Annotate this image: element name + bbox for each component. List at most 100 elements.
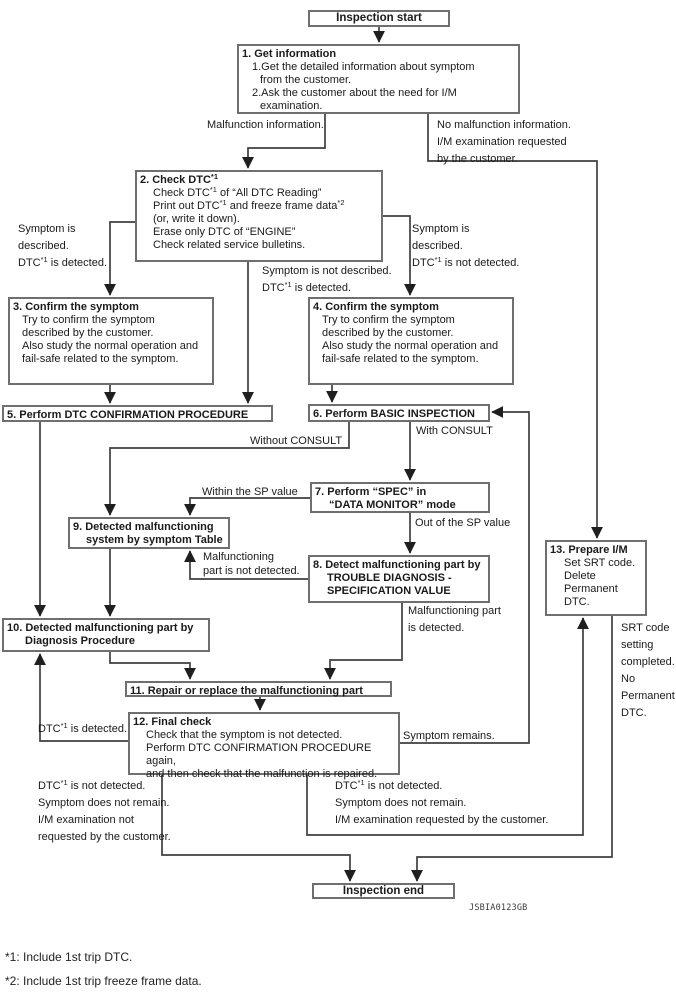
edge-8-to-11: [324, 603, 403, 680]
label-line: DTC.: [621, 707, 647, 719]
node-line: 10. Detected malfunctioning part by: [7, 622, 194, 634]
node-line: Also study the normal operation and: [22, 340, 199, 352]
node-line: 7. Perform “SPEC” in: [315, 486, 427, 498]
label-line: DTC*1 is detected.: [18, 255, 108, 269]
node-13-prepare-im: 13. Prepare I/M Set SRT code. Delete Per…: [545, 540, 647, 616]
edge-label-symptom-described-dtc-detected: Symptom is described. DTC*1 is detected.: [18, 221, 107, 272]
label-line: Symptom is: [412, 223, 470, 235]
node-title: 1. Get information: [242, 48, 337, 60]
node-12-final-check: 12. Final check Check that the symptom i…: [128, 712, 400, 780]
node-line: Set SRT code.: [564, 557, 636, 569]
label-line: requested by the customer.: [38, 831, 171, 843]
node-line: SPECIFICATION VALUE: [327, 585, 451, 597]
label-line: Malfunctioning part: [408, 605, 501, 617]
node-title: 12. Final check: [133, 716, 212, 728]
node-7-spec-data-monitor: 7. Perform “SPEC” in “DATA MONITOR” mode: [310, 482, 490, 513]
node-line: fail-safe related to the symptom.: [22, 353, 179, 365]
edge-2-to-3: [104, 221, 135, 296]
node-1-get-information: 1. Get information 1.Get the detailed in…: [237, 44, 520, 114]
node-line: Permanent: [564, 583, 618, 595]
node-line: Erase only DTC of “ENGINE”: [153, 226, 296, 238]
label-line: DTC*1 is not detected.: [412, 255, 520, 269]
node-line: (or, write it down).: [153, 213, 240, 225]
label-line: DTC*1 is not detected.: [38, 778, 146, 792]
node-title: 5. Perform DTC CONFIRMATION PROCEDURE: [7, 409, 249, 421]
edge-10-to-11: [109, 652, 196, 680]
edge-12-to-end: [161, 775, 356, 882]
node-line: examination.: [260, 100, 323, 112]
node-2-check-dtc: 2. Check DTC*1 Check DTC*1 of “All DTC R…: [135, 170, 383, 262]
node-5-dtc-confirmation: 5. Perform DTC CONFIRMATION PROCEDURE: [2, 405, 273, 422]
footnote-2: *2: Include 1st trip freeze frame data.: [5, 974, 202, 988]
edge-label-end-middle: DTC*1 is not detected. Symptom does not …: [335, 778, 548, 829]
edge-label-end-left: DTC*1 is not detected. Symptom does not …: [38, 778, 171, 846]
edge-label-part-not-detected: Malfunctioning part is not detected.: [203, 551, 300, 578]
node-line: from the customer.: [260, 74, 352, 86]
edge-label-without-consult: Without CONSULT: [250, 435, 343, 447]
node-line: system by symptom Table: [86, 534, 223, 546]
label-line: I/M examination requested by the custome…: [335, 814, 549, 826]
label-line: I/M examination not: [38, 814, 134, 826]
edge-label-malfunction-information: Malfunction information.: [207, 119, 324, 131]
node-line: fail-safe related to the symptom.: [322, 353, 479, 365]
node-title: 13. Prepare I/M: [550, 544, 628, 556]
node-inspection-start: Inspection start: [308, 10, 450, 27]
label-line: Malfunctioning: [203, 551, 274, 563]
node-line: “DATA MONITOR” mode: [329, 499, 456, 511]
node-line: described by the customer.: [322, 327, 454, 339]
node-11-repair-replace: 11. Repair or replace the malfunctioning…: [125, 681, 392, 697]
node-9-symptom-table: 9. Detected malfunctioning system by sym…: [68, 517, 230, 549]
node-label: Inspection start: [336, 12, 422, 24]
node-8-trouble-diagnosis: 8. Detect malfunctioning part by TROUBLE…: [308, 555, 490, 603]
label-line: No: [621, 673, 636, 685]
label-line: by the customer.: [437, 153, 518, 165]
node-title: 11. Repair or replace the malfunctioning…: [130, 685, 363, 697]
edge-13-to-end: [411, 616, 613, 882]
label-line: setting: [621, 639, 654, 651]
label-line: part is not detected.: [203, 564, 300, 577]
edge-label-dtc-detected: DTC*1 is detected.: [38, 721, 128, 735]
node-3-confirm-symptom: 3. Confirm the symptom Try to confirm th…: [8, 297, 214, 385]
node-line: and then check that the malfunction is r…: [146, 768, 378, 780]
node-line: Try to confirm the symptom: [22, 314, 155, 326]
node-line: 2.Ask the customer about the need for I/…: [252, 87, 457, 99]
edge-label-out-of-sp-value: Out of the SP value: [415, 517, 511, 529]
node-label: Inspection end: [342, 884, 425, 897]
node-title: 3. Confirm the symptom: [13, 301, 139, 313]
node-line: 9. Detected malfunctioning: [73, 521, 214, 533]
label-line: I/M examination requested: [437, 136, 567, 148]
node-line: Also study the normal operation and: [322, 340, 499, 352]
label-line: SRT code: [621, 622, 670, 634]
node-line: DTC.: [564, 596, 590, 608]
figure-code: JSBIA0123GB: [469, 903, 528, 913]
label-line: described.: [412, 240, 463, 252]
node-4-confirm-symptom: 4. Confirm the symptom Try to confirm th…: [308, 297, 514, 385]
footnote-1: *1: Include 1st trip DTC.: [5, 950, 133, 964]
node-line: Print out DTC*1 and freeze frame data*2: [153, 198, 345, 212]
node-line: Check that the symptom is not detected.: [146, 729, 343, 741]
label-line: described.: [18, 240, 69, 252]
node-line: Delete: [564, 570, 596, 582]
node-line: described by the customer.: [22, 327, 154, 339]
node-title: 2. Check DTC*1: [140, 172, 219, 186]
node-6-basic-inspection: 6. Perform BASIC INSPECTION: [308, 404, 490, 422]
edge-label-within-sp-value: Within the SP value: [202, 486, 298, 498]
node-line: Perform DTC CONFIRMATION PROCEDURE again…: [146, 742, 372, 767]
label-line: is detected.: [408, 622, 465, 634]
label-line: DTC*1 is not detected.: [335, 778, 443, 792]
label-line: completed.: [621, 656, 675, 668]
edge-label-no-malfunction-information: No malfunction information. I/M examinat…: [437, 117, 571, 168]
edge-label-part-detected: Malfunctioning part is detected.: [408, 603, 501, 637]
node-line: 8. Detect malfunctioning part by: [313, 559, 481, 571]
edge-label-with-consult: With CONSULT: [416, 425, 493, 437]
edge-label-symptom-remains: Symptom remains.: [403, 730, 495, 742]
node-line: TROUBLE DIAGNOSIS -: [327, 572, 452, 584]
edge-label-srt-code-setting: SRT code setting completed. No Permanent…: [621, 620, 675, 722]
edge-label-symptom-described-dtc-not-detected: Symptom is described. DTC*1 is not detec…: [412, 221, 519, 272]
node-line: 1.Get the detailed information about sym…: [252, 61, 475, 73]
label-line: Symptom is not described.: [262, 265, 392, 277]
node-10-diagnosis-procedure: 10. Detected malfunctioning part by Diag…: [2, 618, 210, 652]
label-line: No malfunction information.: [437, 119, 571, 131]
edge-label-symptom-not-described: Symptom is not described. DTC*1 is detec…: [262, 263, 392, 297]
